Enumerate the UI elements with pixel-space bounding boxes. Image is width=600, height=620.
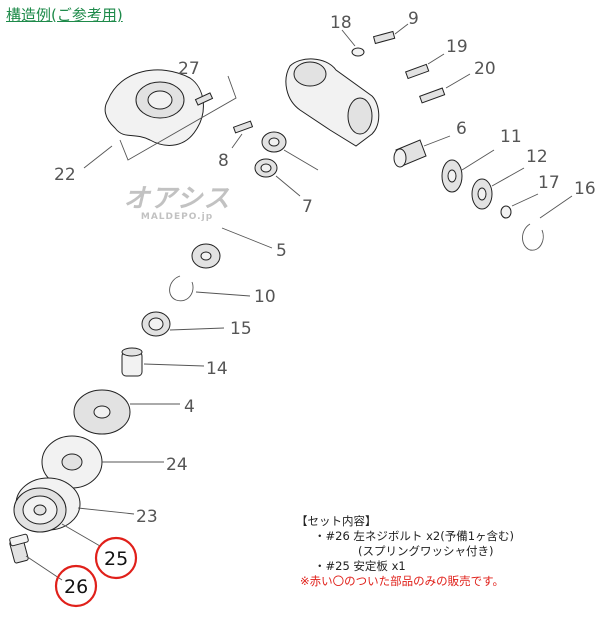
leader-9 [394, 23, 409, 35]
leader-13 [283, 149, 319, 171]
label-11: 11 [500, 127, 522, 147]
label-17: 17 [538, 173, 560, 193]
part-15-seal [141, 311, 171, 337]
part-20-screw [419, 87, 446, 104]
leader-26 [25, 555, 63, 581]
bracket-22 [119, 75, 237, 161]
part-19-screw [404, 63, 430, 80]
part-7-bearing [254, 158, 278, 178]
gear-head-housing [285, 58, 380, 147]
set-contents-line-plate: ・#25 安定板 x1 [314, 559, 406, 573]
leader-7 [275, 175, 301, 197]
part-14-collar [121, 347, 143, 377]
highlight-circle-26 [54, 564, 98, 608]
label-18: 18 [330, 13, 352, 33]
part-11-bearing [441, 159, 463, 193]
leader-5 [221, 227, 273, 249]
leader-6 [423, 135, 451, 147]
leader-12 [491, 167, 525, 187]
label-27: 27 [178, 59, 200, 79]
label-8: 8 [218, 151, 229, 171]
page-title: 構造例(ご参考用) [6, 6, 123, 24]
leader-15 [169, 327, 225, 331]
leader-11 [461, 149, 495, 171]
label-23: 23 [136, 507, 158, 527]
part-16-circlip [522, 223, 544, 251]
leader-22 [83, 145, 113, 169]
set-contents-heading: 【セット内容】 [296, 514, 377, 528]
leader-16 [539, 195, 573, 219]
part-10-circlip [169, 275, 194, 302]
part-13-bearing [261, 131, 287, 153]
part-18-washer [351, 47, 365, 57]
leader-23 [77, 507, 135, 515]
part-25-stabilizer-plate [13, 487, 67, 533]
watermark-logo: オアシス [123, 184, 231, 214]
part-9-screw [372, 30, 396, 45]
part-8-screw [232, 120, 254, 134]
label-24: 24 [166, 455, 188, 475]
set-contents-line-bolt: ・#26 左ネジボルト x2(予備1ヶ含む) [314, 529, 514, 543]
leader-14 [143, 363, 205, 367]
leader-10 [195, 291, 251, 297]
watermark: オアシス MALDEPO.jp [112, 186, 242, 222]
label-6: 6 [456, 119, 467, 139]
highlight-circle-25 [94, 536, 138, 580]
label-4: 4 [184, 397, 195, 417]
label-7: 7 [302, 197, 313, 217]
label-25: 25 [104, 548, 128, 570]
leader-8 [231, 133, 243, 149]
label-14: 14 [206, 359, 228, 379]
label-10: 10 [254, 287, 276, 307]
leader-18 [341, 29, 356, 47]
leader-25 [61, 523, 101, 547]
set-contents-box: 【セット内容】 ・#26 左ネジボルト x2(予備1ヶ含む) (スプリングワッシ… [296, 514, 514, 589]
set-contents-line-washer: (スプリングワッシャ付き) [358, 544, 494, 558]
label-16: 16 [574, 179, 596, 199]
label-9: 9 [408, 9, 419, 29]
label-22: 22 [54, 165, 76, 185]
label-12: 12 [526, 147, 548, 167]
part-5-bearing [191, 243, 221, 269]
part-26-bolt [9, 533, 29, 564]
leader-17 [511, 193, 539, 207]
part-17-washer [500, 205, 512, 219]
label-20: 20 [474, 59, 496, 79]
part-27-bolt [194, 92, 214, 106]
watermark-subtext: MALDEPO.jp [140, 212, 214, 222]
label-19: 19 [446, 37, 468, 57]
part-22-guard [104, 69, 204, 146]
part-12-bearing [471, 178, 493, 210]
part-6-gear [393, 139, 427, 168]
leader-19 [427, 53, 445, 65]
label-5: 5 [276, 241, 287, 261]
label-15: 15 [230, 319, 252, 339]
label-26: 26 [64, 576, 88, 598]
leader-20 [445, 73, 471, 89]
part-4-holder [73, 389, 131, 435]
sales-note: ※赤い〇のついた部品のみの販売です。 [300, 574, 504, 588]
